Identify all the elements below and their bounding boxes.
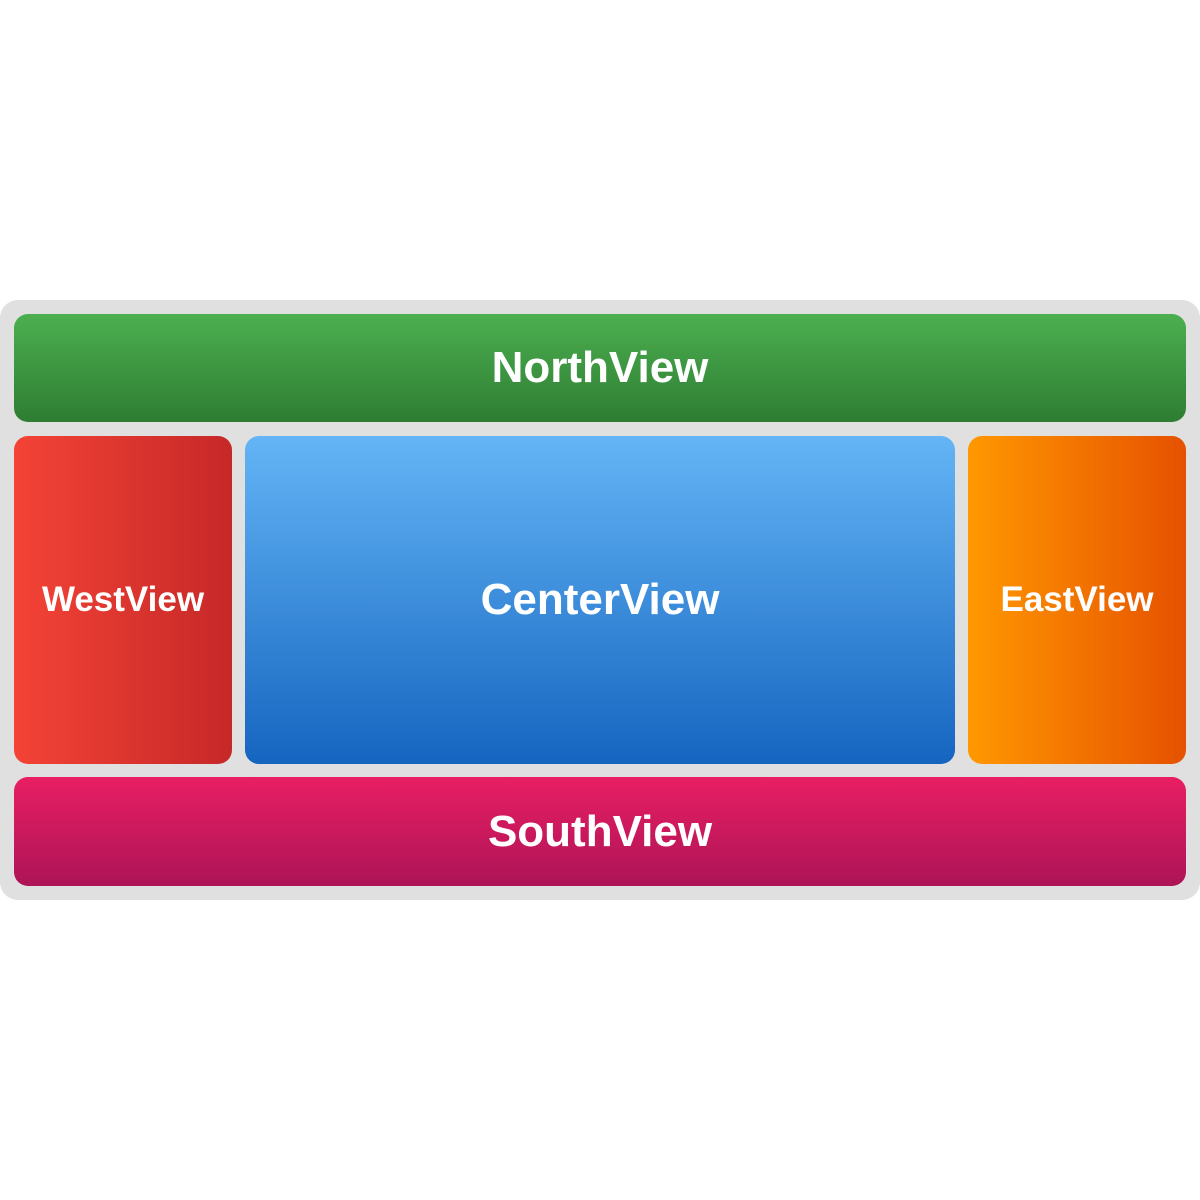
west-view-label: WestView <box>41 580 205 619</box>
east-view: EastView <box>968 436 1186 764</box>
east-view-label: EastView <box>1000 580 1154 619</box>
west-view: WestView <box>14 436 232 764</box>
center-view: CenterView <box>245 436 955 764</box>
south-view-label: SouthView <box>487 806 713 856</box>
north-view: NorthView <box>14 314 1186 422</box>
border-layout-frame: NorthView WestView CenterView EastView S… <box>0 300 1200 900</box>
south-view: SouthView <box>14 777 1186 886</box>
center-view-label: CenterView <box>480 575 720 624</box>
north-view-label: NorthView <box>491 343 709 392</box>
